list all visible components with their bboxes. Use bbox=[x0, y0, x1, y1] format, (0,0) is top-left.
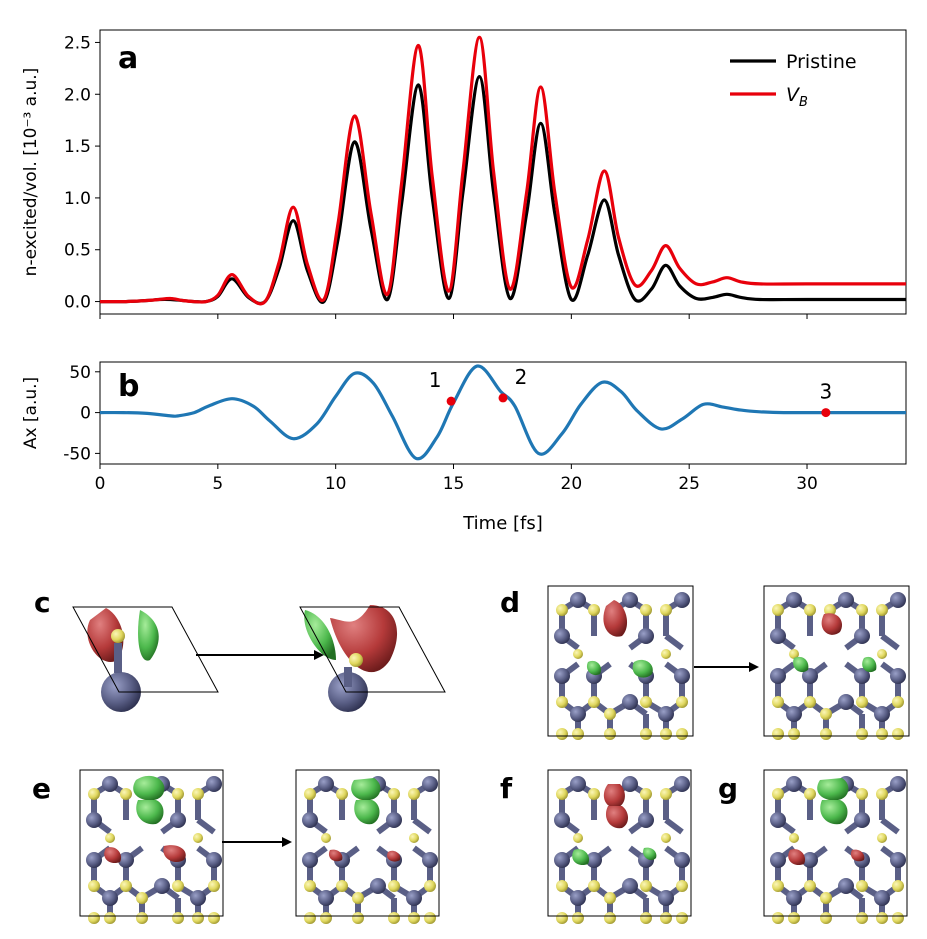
marker-label-1: 1 bbox=[429, 368, 442, 392]
series-line-pristine bbox=[99, 75, 906, 306]
panel-g: g bbox=[718, 769, 907, 924]
panel-f: f bbox=[500, 769, 691, 924]
series-line-ax bbox=[99, 364, 906, 461]
ytick-label: 2.5 bbox=[64, 33, 91, 53]
panel-label-f: f bbox=[500, 772, 513, 805]
panel-label-e: e bbox=[32, 772, 51, 805]
structure-d-initial bbox=[547, 585, 694, 740]
plot-a-ylabel: n-excited/vol. [10⁻³ a.u.] bbox=[21, 68, 41, 277]
panel-e: e bbox=[32, 769, 439, 924]
plot-b-xticks: 0 5 10 15 20 25 30 bbox=[95, 464, 818, 494]
plot-a-yticks: 0.0 0.5 1.0 1.5 2.0 2.5 bbox=[64, 33, 100, 313]
xtick-label: 0 bbox=[95, 474, 106, 494]
marker-1 bbox=[446, 396, 456, 406]
ytick-label: 0 bbox=[80, 404, 91, 424]
legend-label-vb: VB bbox=[786, 84, 808, 110]
plot-b-xlabel: Time [fs] bbox=[462, 513, 543, 534]
xtick-label: 25 bbox=[678, 474, 700, 494]
structure-e-initial bbox=[79, 769, 223, 924]
xtick-label: 30 bbox=[796, 474, 818, 494]
marker-3 bbox=[821, 408, 831, 418]
panel-d: d bbox=[500, 585, 910, 740]
marker-label-3: 3 bbox=[820, 380, 833, 404]
ytick-label: 0.5 bbox=[64, 241, 91, 261]
structure-g bbox=[763, 769, 907, 924]
panel-label-g: g bbox=[718, 772, 738, 805]
plot-b-markers: 1 2 3 bbox=[429, 365, 833, 418]
plot-b-lines bbox=[99, 364, 906, 461]
structure-f bbox=[547, 769, 691, 924]
plot-b-yticks: 50 0 -50 bbox=[63, 363, 100, 464]
xtick-label: 5 bbox=[212, 474, 223, 494]
plot-a-xticks bbox=[99, 314, 808, 319]
panel-label-c: c bbox=[34, 586, 51, 619]
plot-b-ylabel: Ax [a.u.] bbox=[21, 377, 41, 449]
legend: Pristine VB bbox=[730, 51, 857, 110]
structure-c-final bbox=[299, 605, 446, 712]
plot-a-frame bbox=[99, 29, 907, 315]
panel-a: 0.0 0.5 1.0 1.5 2.0 2.5 a n-excited/vol. [10⁻… bbox=[21, 29, 907, 319]
ytick-label: -50 bbox=[63, 444, 91, 464]
series-line-v-b bbox=[99, 35, 906, 306]
panel-label-a: a bbox=[118, 41, 138, 76]
xtick-label: 10 bbox=[325, 474, 347, 494]
structure-d-final bbox=[763, 585, 910, 740]
panel-label-d: d bbox=[500, 586, 520, 619]
marker-label-2: 2 bbox=[515, 365, 528, 389]
structure-c-initial bbox=[72, 606, 219, 712]
ytick-label: 2.0 bbox=[64, 85, 91, 105]
marker-2 bbox=[498, 393, 508, 403]
plot-a-lines bbox=[99, 35, 906, 306]
ytick-label: 0.0 bbox=[64, 293, 91, 313]
xtick-label: 15 bbox=[443, 474, 465, 494]
structure-e-final bbox=[295, 769, 439, 924]
ytick-label: 1.5 bbox=[64, 137, 91, 157]
ytick-label: 1.0 bbox=[64, 189, 91, 209]
xtick-label: 20 bbox=[561, 474, 583, 494]
panel-label-b: b bbox=[118, 369, 139, 404]
panel-c: c bbox=[34, 586, 446, 712]
legend-label-pristine: Pristine bbox=[786, 51, 857, 73]
ytick-label: 50 bbox=[69, 363, 91, 383]
